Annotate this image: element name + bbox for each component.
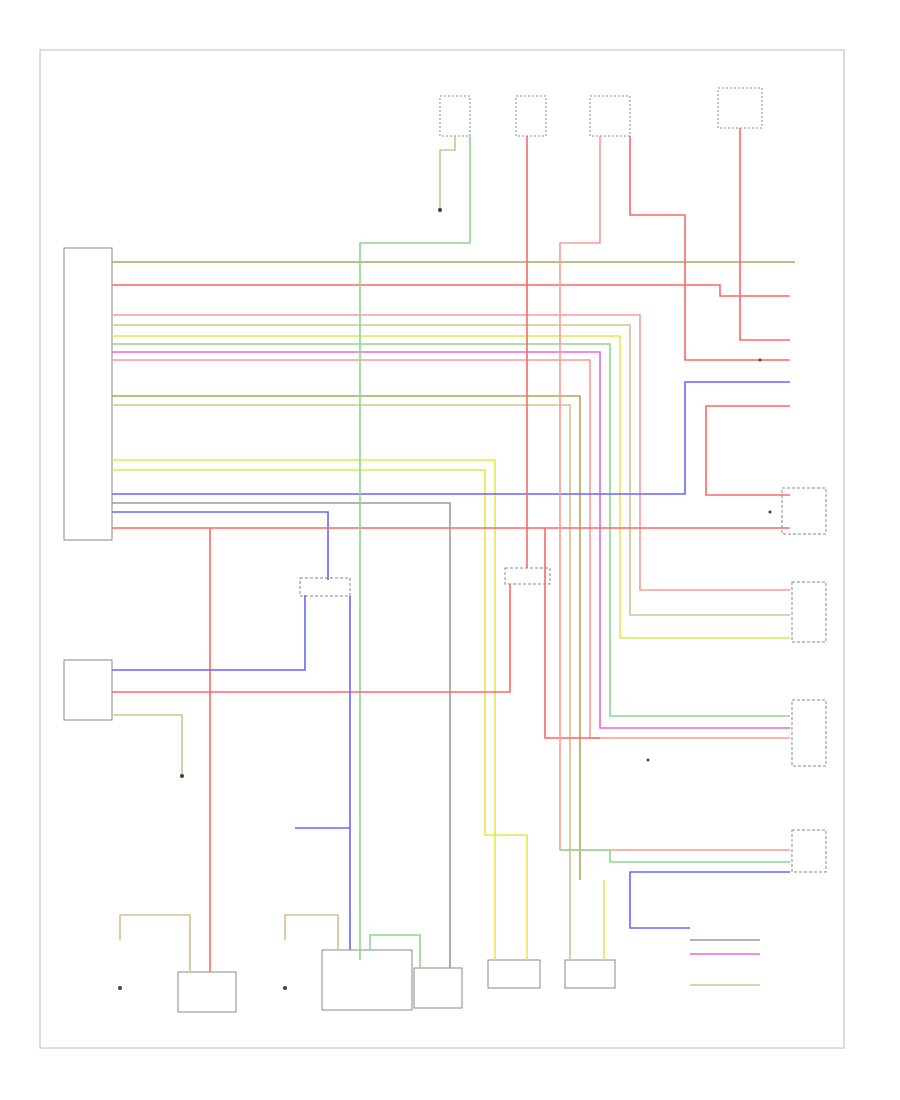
module-bottom-4 <box>487 959 541 989</box>
wire-pink-2 <box>112 359 790 739</box>
wire-pink-1 <box>112 314 790 591</box>
wire-tan-1 <box>112 324 790 616</box>
module-right-1 <box>781 487 827 535</box>
wire-pink-top <box>559 136 790 851</box>
terminal-dot <box>768 510 772 514</box>
wire-blue-right-lower <box>629 871 790 929</box>
wire-tan-bottom-2 <box>284 914 339 950</box>
wires <box>112 128 795 986</box>
module-right-3 <box>791 699 827 767</box>
module-left-middle <box>63 659 113 721</box>
fuse-box-2 <box>515 95 547 137</box>
wire-green-1 <box>112 343 790 717</box>
terminal-dot <box>283 986 287 990</box>
module-bottom-3 <box>413 967 463 1009</box>
module-bottom-1 <box>177 971 237 1013</box>
wire-tan-left <box>112 714 183 776</box>
wire-green-right-lower <box>560 849 790 863</box>
wire-red-top-2 <box>629 136 790 361</box>
wire-red-left <box>112 584 511 693</box>
wire-magenta-1 <box>112 351 790 729</box>
wire-gray-1 <box>112 502 451 968</box>
module-right-2 <box>791 581 827 643</box>
fuse-box-1 <box>439 95 471 137</box>
wire-blue-1 <box>112 381 790 495</box>
wire-green-top <box>359 136 471 960</box>
wire-yellow-1 <box>112 335 790 639</box>
wire-yellow-2 <box>112 459 496 960</box>
terminal-dot <box>438 208 442 212</box>
wire-tan-top <box>439 136 456 210</box>
fuse-box-4 <box>717 87 763 129</box>
module-bottom-5 <box>564 959 616 989</box>
control-module-main <box>63 247 113 541</box>
terminals <box>118 208 772 990</box>
wire-tan-bottom-1 <box>119 914 191 972</box>
wire-red-top-3 <box>739 128 790 341</box>
terminal-dot <box>118 986 122 990</box>
fuse-box-3 <box>589 95 631 137</box>
wire-green-bottom <box>369 934 421 968</box>
wire-blue-2 <box>112 511 329 580</box>
wire-tan-2 <box>112 404 571 960</box>
wire-red-right-module <box>544 528 600 739</box>
splice-box-center <box>299 577 351 597</box>
terminal-dot <box>646 758 650 762</box>
wire-blue-left <box>112 595 306 671</box>
wire-red-loop <box>705 405 790 496</box>
terminal-dot <box>180 774 184 778</box>
diagram-border <box>39 49 845 1049</box>
components <box>63 87 827 1013</box>
module-bottom-2 <box>321 949 413 1011</box>
splice-box-right <box>504 567 551 585</box>
wire-red-2 <box>112 284 790 297</box>
terminal-dot <box>758 358 762 362</box>
wire-olive-2 <box>112 395 581 880</box>
module-right-4 <box>791 829 827 873</box>
